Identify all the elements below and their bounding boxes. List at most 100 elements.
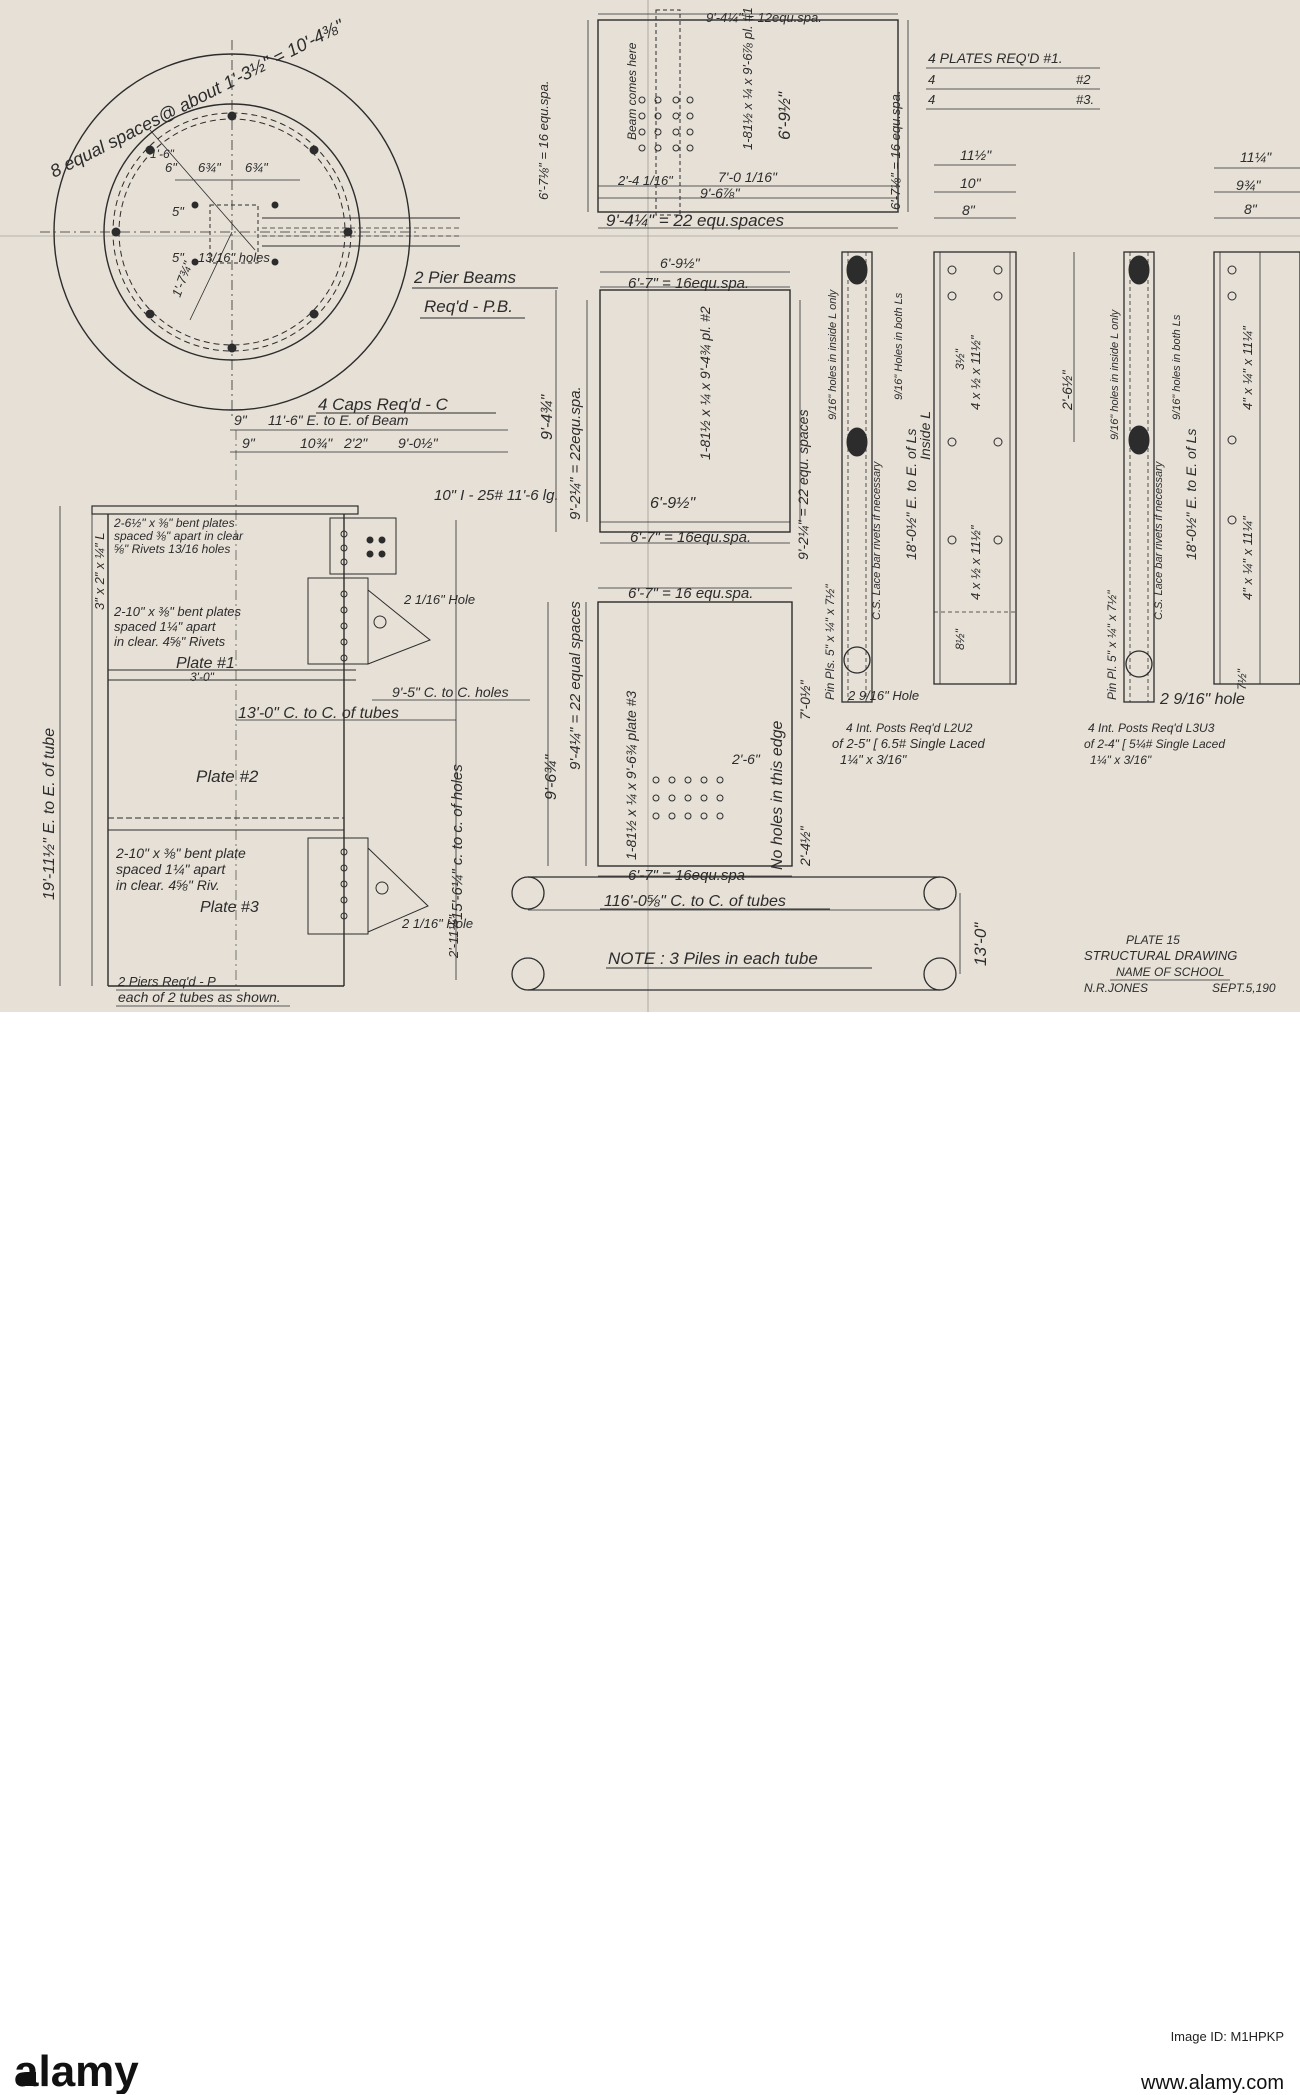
pier-c-to-c-holes: 9'-5" C. to C. holes [392, 684, 509, 700]
plan-radius-label: 1'-6" [150, 147, 175, 161]
plan-circle: 8 equal spaces@ about 1'-3½" = 10'-4⅜" 6… [40, 15, 460, 420]
plan-dim-b: 6¾" [198, 160, 222, 175]
pier-note3-line2: spaced 1¼" apart [116, 861, 226, 877]
plate-3-rivets [652, 776, 724, 820]
caps-dim-a: 9" [234, 412, 248, 428]
plate-1-top-dim: 9'-4¼" = 12equ.spa. [706, 10, 822, 25]
plan-dim-d: 5" [172, 204, 185, 219]
pier-beams-line1: 2 Pier Beams [413, 268, 517, 287]
post-l3u3-inner2: 8" [1244, 201, 1258, 217]
post-l3u3: 11¼" 9¾" 8" 2'-6½" C.S. Lace bar rivets … [1059, 149, 1300, 767]
pier-plate2-label: Plate #2 [196, 767, 259, 786]
title-school: NAME OF SCHOOL [1116, 965, 1224, 979]
plate-2-right-vert: 9'-2¼" = 22 equ. spaces [795, 410, 811, 560]
pier-note1-line1: 2-6½" x ⅜" bent plates [113, 516, 235, 530]
plate-1-plate-note: 1-81½ x ¼ x 9'-6⅞ pl. #1 [740, 7, 755, 150]
plates-req-line3-ref: #3. [1076, 92, 1094, 107]
plate-3-detail: 6'-7" = 16 equ.spa. 9'-4¼" = 22 equal sp… [543, 585, 813, 884]
post-l3u3-lacing: C.S. Lace bar rivets if necessary [1153, 460, 1165, 620]
caps-title: 4 Caps Req'd - C [318, 395, 449, 414]
plate-1-bottom-dim: 9'-4¼" = 22 equ.spaces [606, 211, 784, 230]
plates-req-line1: 4 PLATES REQ'D #1. [928, 50, 1063, 66]
plate-1-detail: 9'-4¼" = 12equ.spa. 9'-4¼" = 22 equ.spac… [536, 7, 909, 230]
caps-beam: 10" I - 25# 11'-6 lg. [434, 487, 559, 504]
post-l2u2-hole: 2 9/16" Hole [847, 688, 919, 703]
caps-dim-f: 9'-0½" [398, 435, 439, 451]
bolt-holes [111, 111, 353, 353]
plate-3-inner-dim: 2'-6" [731, 751, 761, 767]
pier-plate1-dim: 3'-0" [190, 670, 215, 684]
post-l3u3-small-a: 7½" [1235, 668, 1249, 690]
foundation-plan: 116'-0⅝" C. to C. of tubes NOTE : 3 Pile… [511, 876, 990, 991]
post-l2u2-small-b: 8½" [953, 628, 967, 650]
plan-dim-a: 6" [165, 160, 178, 175]
foundation-dim: 116'-0⅝" C. to C. of tubes [604, 893, 786, 910]
plates-req-line2-ref: #2 [1076, 72, 1091, 87]
watermark-bar: alamy Image ID: M1HPKP www.alamy.com [0, 1012, 1300, 2094]
post-l2u2-holes-both: 9/16" Holes in both Ls [893, 292, 905, 400]
pier-c-to-c-tubes: 13'-0" C. to C. of tubes [238, 705, 399, 722]
pier-note2-line3: in clear. 4⅝" Rivets [114, 634, 226, 649]
post-l3u3-angle-b: 4" x ¼" x 11¼" [1240, 515, 1255, 600]
structural-drawing: 8 equal spaces@ about 1'-3½" = 10'-4⅜" 6… [0, 0, 1300, 1012]
plate-3-left-vert: 9'-4¼" = 22 equal spaces [567, 601, 584, 770]
plate-1-width: 9'-6⅞" [700, 185, 741, 201]
title-plate: PLATE 15 [1126, 933, 1180, 947]
caps-detail: 4 Caps Req'd - C 9" 11'-6" E. to E. of B… [230, 395, 559, 504]
plan-dim-c: 6¾" [245, 160, 269, 175]
pier-bottom-dim: 2'-11¼" [446, 914, 461, 959]
pier-hole2: 2 1/16" Hole [401, 916, 473, 931]
pier-note2-line1: 2-10" x ⅜" bent plates [113, 604, 242, 619]
alamy-logo: alamy [14, 2047, 139, 2094]
plate-2-top-dim: 6'-7" = 16equ.spa. [628, 275, 749, 292]
plate-1-rivets [638, 96, 694, 152]
post-l2u2-label-line3: 1¼" x 3/16" [840, 752, 908, 767]
post-l3u3-label-line1: 4 Int. Posts Req'd L3U3 [1088, 721, 1215, 735]
plates-required: 4 PLATES REQ'D #1. 4 #2 4 #3. [926, 50, 1100, 110]
foundation-width: 13'-0" [971, 922, 990, 966]
pier-note3-line1: 2-10" x ⅜" bent plate [115, 845, 246, 861]
plate-2-mid-width: 6'-9½" [650, 495, 697, 512]
caps-dim-e: 2'2" [343, 435, 368, 451]
plate-3-edge-note: No holes in this edge [769, 720, 786, 870]
plate-1-right-vert: 6'-7⅛" = 16 equ.spa. [888, 91, 903, 211]
plate-1-right-part: 7'-0 1/16" [718, 169, 778, 185]
pier-elevation: 2-6½" x ⅜" bent plates spaced ⅜" apart i… [41, 430, 530, 1007]
foundation-note: NOTE : 3 Piles in each tube [608, 949, 818, 968]
post-l3u3-hole: 2 9/16" hole [1159, 691, 1245, 708]
pier-c-to-c-holes-vert: 15'-6¼" c. to c. of holes [449, 764, 466, 920]
post-l3u3-inner1: 9¾" [1236, 177, 1261, 193]
plan-holes-label: 13/16" holes [198, 250, 270, 265]
plate-1-beam-note: Beam comes here [625, 42, 639, 140]
title-drawing-type: STRUCTURAL DRAWING [1084, 948, 1237, 963]
pier-hole1: 2 1/16" Hole [403, 592, 475, 607]
plate-1-left-part: 2'-4 1/16" [617, 173, 674, 188]
alamy-wordmark: alamy [14, 2047, 139, 2094]
plate-2-left-vert: 9'-2¼" = 22equ.spa. [567, 386, 584, 520]
post-l2u2-angle-b: 4 x ½ x 11½" [968, 524, 983, 600]
title-author: N.R.JONES [1084, 981, 1148, 995]
post-l2u2-pin-pl: Pin Pls. 5" x ¼" x 7½" [823, 584, 837, 700]
pier-piers-line2: each of 2 tubes as shown. [118, 989, 281, 1005]
plate-3-outer-height: 9'-6¾" [543, 753, 560, 800]
pier-beams-line2: Req'd - P.B. [424, 297, 513, 316]
post-l2u2-overall: 11½" [960, 147, 992, 163]
plate-3-right-b: 2'-4½" [797, 825, 813, 867]
pier-note1-line2: spaced ⅜" apart in clear [114, 529, 244, 543]
caps-dim-d: 10¾" [300, 435, 333, 451]
plate-2-top-overall: 6'-9½" [660, 255, 701, 271]
plate-3-plate-note: 1-81½ x ¼ x 9'-6¾ plate #3 [623, 691, 639, 860]
post-l2u2-length: 18'-0½" E. to E. of Ls [903, 429, 919, 560]
post-l3u3-length: 18'-0½" E. to E. of Ls [1183, 429, 1199, 560]
pier-angle: 3" x 2" x ¼" L [92, 533, 107, 610]
post-l2u2-label-line2: of 2-5" [ 6.5# Single Laced [832, 736, 986, 751]
drawing-sheet: 8 equal spaces@ about 1'-3½" = 10'-4⅜" 6… [0, 0, 1300, 1012]
plate-2-bottom-dim: 6'-7" = 16equ.spa. [630, 529, 751, 546]
post-l2u2-small-a: 3½" [953, 348, 967, 370]
site-url: www.alamy.com [1141, 2072, 1284, 2094]
pier-plate1-label: Plate #1 [176, 655, 235, 672]
post-l2u2-holes-note: 9/16" holes in inside L only [827, 288, 839, 420]
pier-rivets [340, 530, 386, 920]
plan-spacing-label: 8 equal spaces@ about 1'-3½" = 10'-4⅜" [47, 15, 349, 182]
post-l2u2-inner1: 10" [960, 175, 982, 191]
